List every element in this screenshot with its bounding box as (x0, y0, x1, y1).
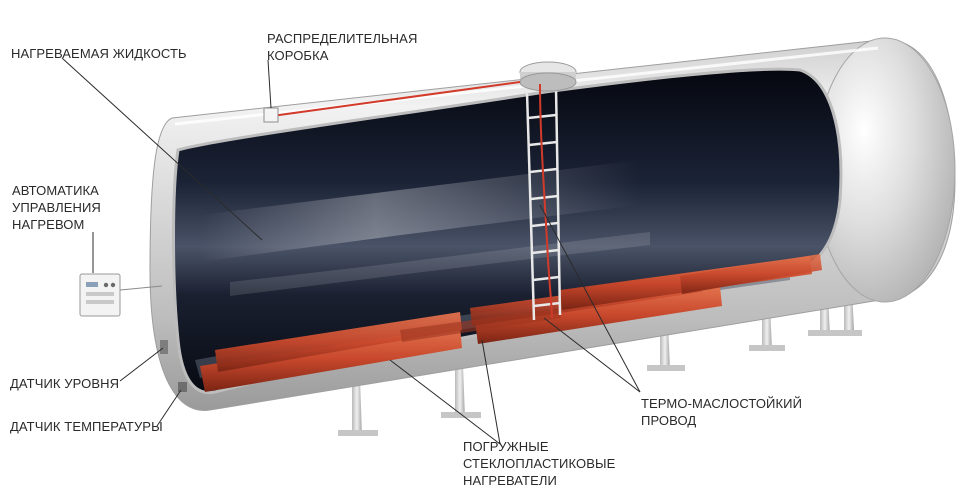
heating-control-panel (79, 273, 163, 317)
leader-lines (61, 57, 641, 445)
label-heating-automation: АВТОМАТИКА УПРАВЛЕНИЯ НАГРЕВОМ (12, 183, 101, 232)
level-sensor (160, 340, 168, 354)
label-junction-box: РАСПРЕДЕЛИТЕЛЬНАЯ КОРОБКА (267, 31, 418, 63)
label-thermo-wire: ТЕРМО-МАСЛОСТОЙКИЙ ПРОВОД (641, 396, 803, 428)
label-heated-liquid: НАГРЕВАЕМАЯ ЖИДКОСТЬ (11, 46, 187, 61)
junction-box (263, 107, 279, 123)
thermo-oil-resistant-wire (271, 81, 553, 319)
immersion-heaters (200, 254, 822, 392)
label-immersion-heaters: ПОГРУЖНЫЕ СТЕКЛОПЛАСТИКОВЫЕ НАГРЕВАТЕЛИ (463, 439, 616, 488)
label-temperature-sensor: ДАТЧИК ТЕМПЕРАТУРЫ (10, 419, 163, 434)
temperature-sensor (178, 382, 187, 392)
top-hatch (519, 61, 577, 92)
inner-ladder (525, 87, 562, 321)
label-level-sensor: ДАТЧИК УРОВНЯ (10, 376, 120, 391)
